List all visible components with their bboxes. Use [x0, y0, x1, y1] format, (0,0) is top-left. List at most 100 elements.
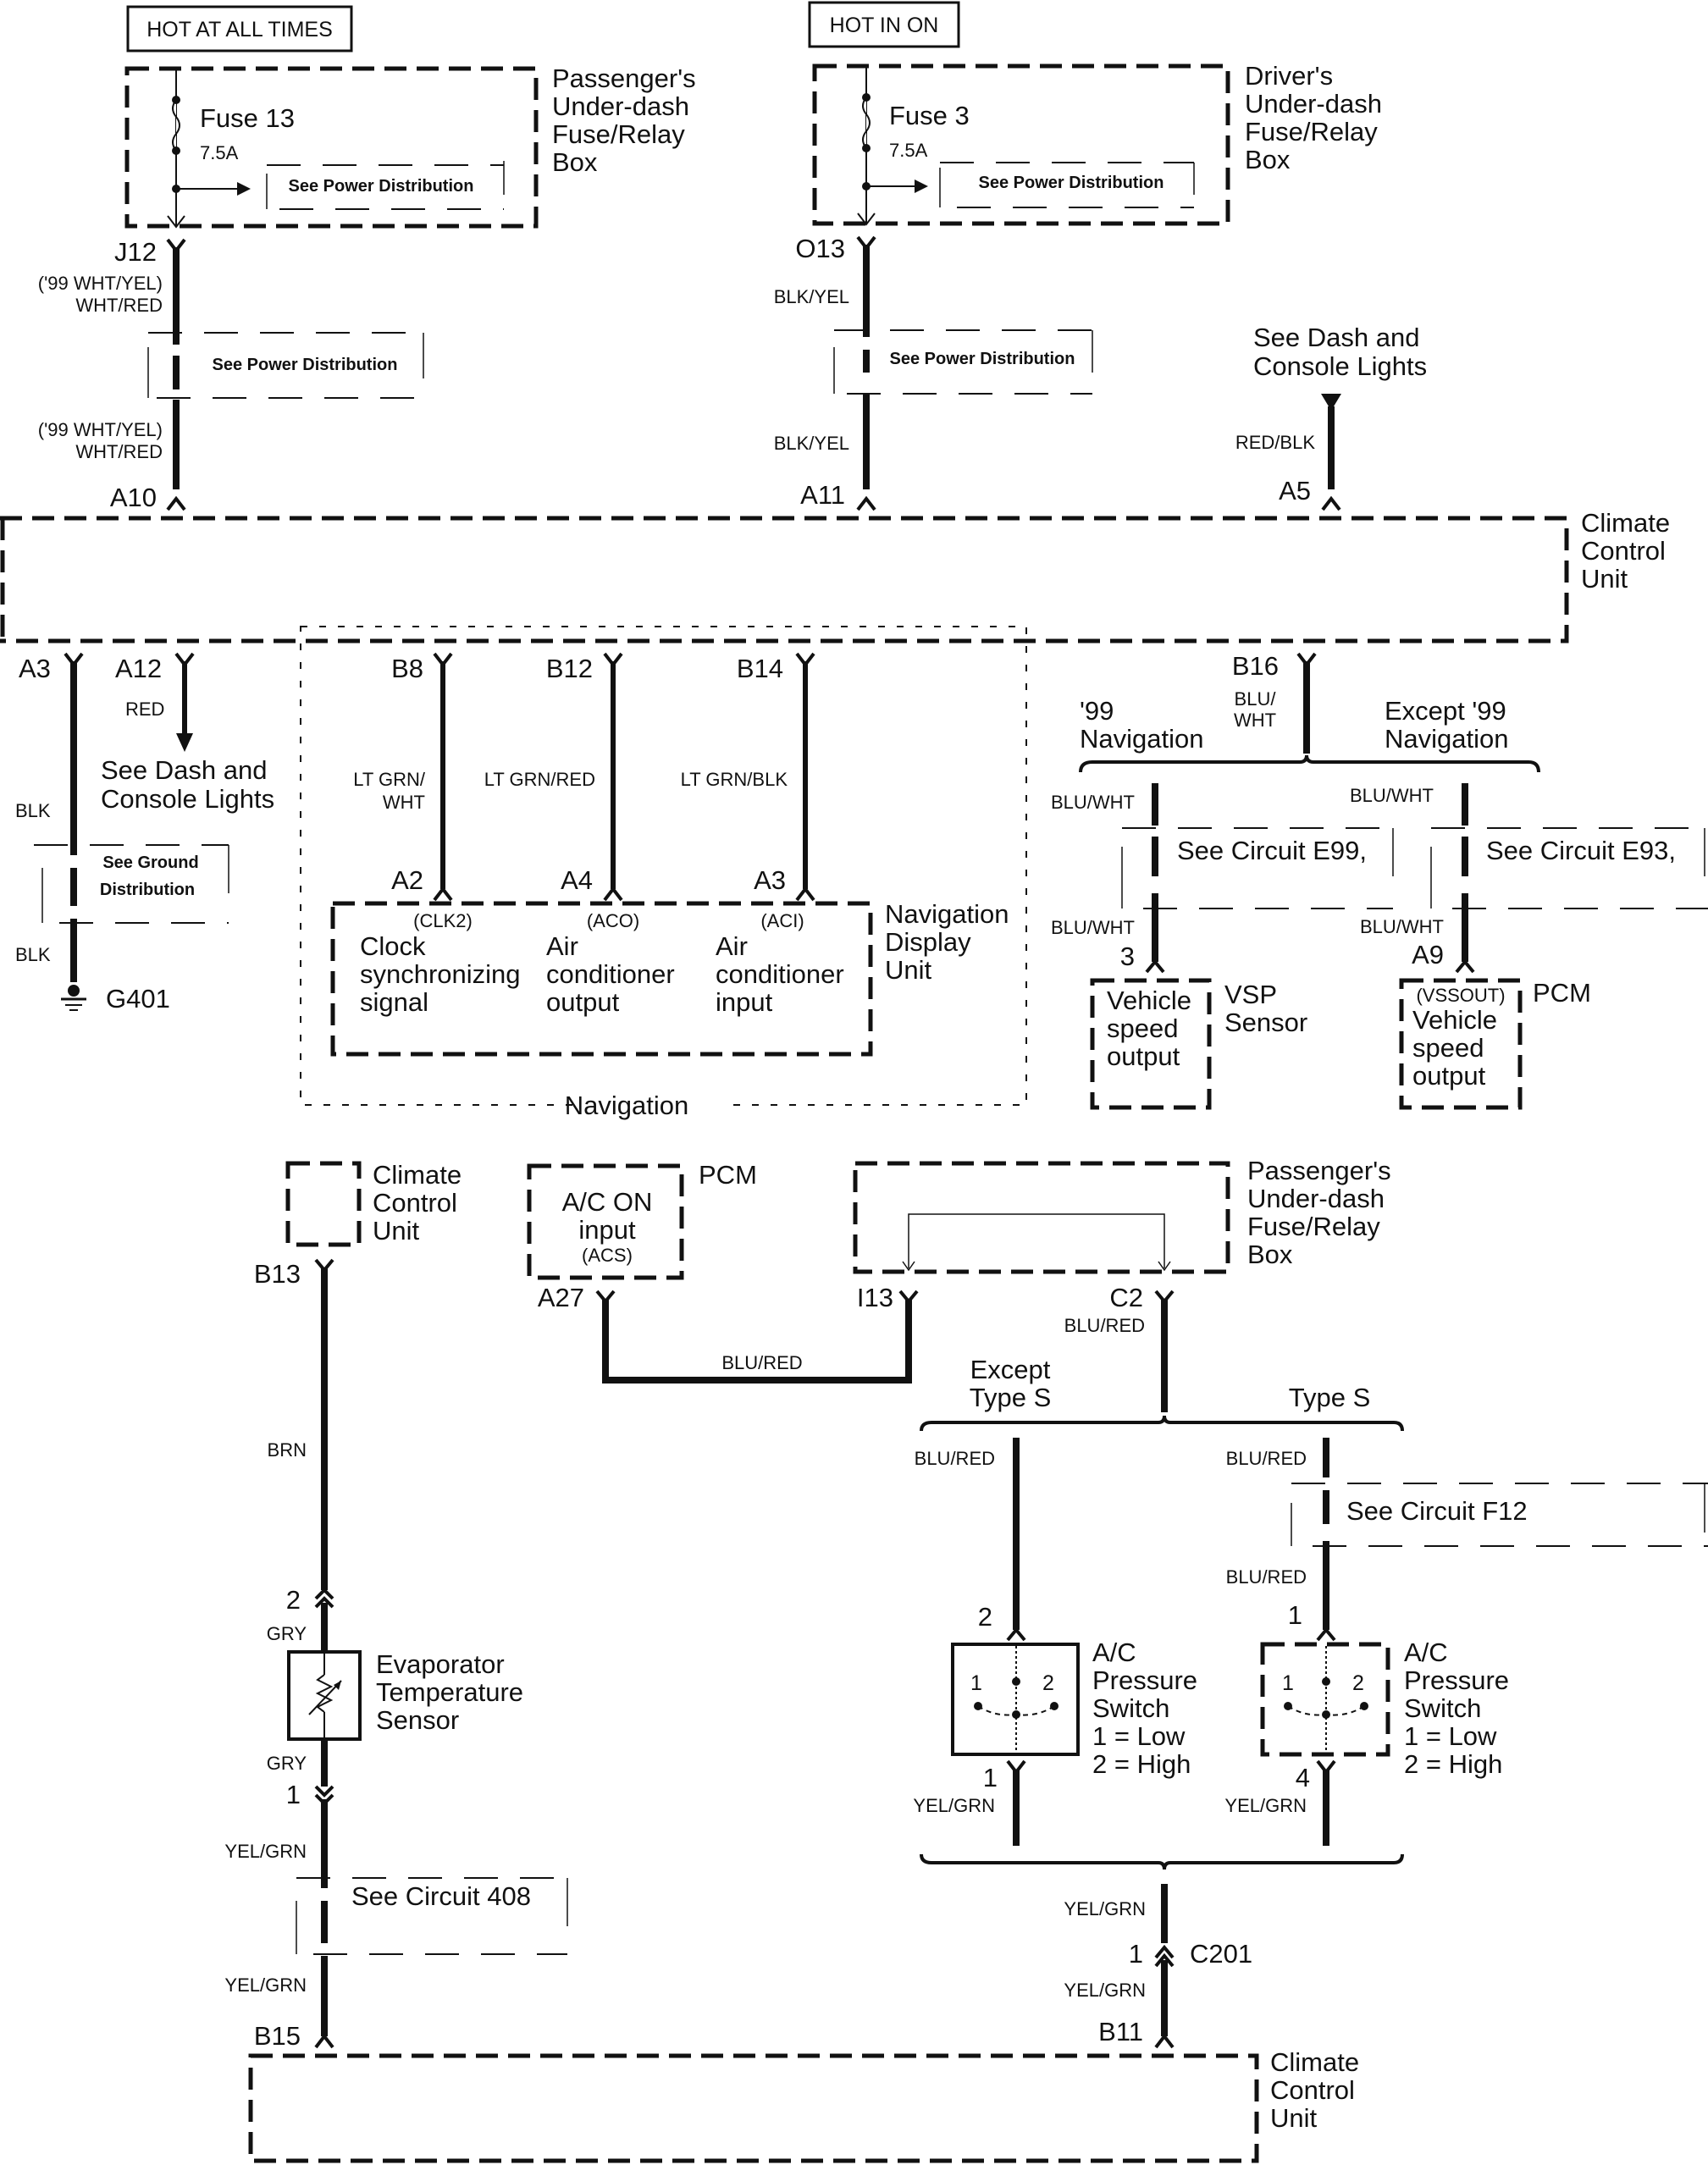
switch-position-1: 1 [1282, 1671, 1294, 1695]
connector-a3: A3 [19, 654, 51, 683]
connector-a9: A9 [1412, 940, 1444, 969]
connector-male-icon [314, 2033, 334, 2049]
ccu-label-line: Climate [1581, 508, 1670, 538]
see-power-distribution-link[interactable]: See Power Distribution [213, 356, 398, 374]
branch-label: Navigation [1080, 724, 1203, 754]
branch-label: Type S [970, 1383, 1052, 1412]
wire-color-label: YEL/GRN [1064, 1898, 1146, 1919]
fuse-icon [862, 97, 871, 149]
bottom-climate-control-unit: Climate Control Unit [248, 2047, 1359, 2163]
fuse-box-label-line: Passenger's [552, 64, 696, 93]
wire-color-label: GRY [267, 1623, 307, 1644]
fuse-number: Fuse 3 [889, 101, 970, 130]
signal-description: Air [716, 931, 748, 961]
pressure-switch-circuit: Except Type S Type S BLU/RED 2 1 2 A/C P… [913, 1355, 1708, 2049]
switch-label-line: 2 = High [1092, 1749, 1191, 1779]
fuse-rating: 7.5A [889, 140, 928, 161]
wire-color-label: RED [125, 699, 164, 720]
ccu-label-line: Climate [373, 1160, 462, 1190]
wire-color-label: BLU/RED [915, 1448, 995, 1469]
see-dash-lights-link[interactable]: See Dash and [101, 755, 267, 785]
fuse-box-label-line: Fuse/Relay [1245, 117, 1378, 146]
see-ground-distribution-link[interactable]: See Ground [102, 853, 198, 872]
see-power-distribution-link[interactable]: See Power Distribution [979, 174, 1164, 192]
fuse-box-label-line: Driver's [1245, 61, 1333, 91]
connector-a10: A10 [110, 483, 157, 512]
nav-unit-label-line: Display [885, 927, 971, 957]
wire-color-label: WHT/RED [75, 295, 163, 316]
fuse-box-label-line: Under-dash [1247, 1184, 1385, 1213]
fuse-box-label-line: Fuse/Relay [1247, 1212, 1380, 1241]
signal-code: (VSSOUT) [1416, 985, 1505, 1006]
wire-color-label: ('99 WHT/YEL) [38, 273, 163, 294]
wire-color-label: YEL/GRN [913, 1795, 995, 1816]
sensor-label-line: Temperature [376, 1677, 523, 1707]
vsp-sensor-label: Sensor [1224, 1008, 1307, 1037]
connector-pin: 2 [286, 1585, 301, 1615]
wire-color-label: BLK [15, 800, 51, 821]
pcm-box-text: output [1412, 1061, 1486, 1091]
fuse-icon [172, 99, 180, 152]
connector-female-icon [898, 1290, 919, 1305]
pcm-box-text: speed [1412, 1033, 1484, 1063]
signal-description: conditioner [716, 959, 844, 989]
switch-label-line: 1 = Low [1092, 1721, 1186, 1751]
see-power-distribution-link[interactable]: See Power Distribution [289, 177, 474, 196]
pcm-box-text: Vehicle [1412, 1005, 1497, 1035]
wire-color-label: GRY [267, 1753, 307, 1774]
a3-ground-wire: A3 BLK See Ground Distribution BLK G401 [15, 652, 229, 1013]
connector-pin: 1 [1288, 1600, 1302, 1630]
hot-at-all-times-label: HOT AT ALL TIMES [146, 18, 333, 41]
wire-color-label: BLU/WHT [1051, 792, 1135, 813]
see-power-distribution-link[interactable]: See Power Distribution [890, 350, 1075, 368]
connector-male-icon [1006, 1627, 1026, 1642]
driver-fuse-box: Driver's Under-dash Fuse/Relay Box Fuse … [812, 61, 1382, 226]
signal-description: synchronizing [360, 959, 521, 989]
connector-c2: C2 [1109, 1283, 1143, 1312]
see-circuit-f12-link[interactable]: See Circuit F12 [1346, 1496, 1528, 1526]
wire-color-label: LT GRN/ [353, 769, 426, 790]
see-dash-lights-link[interactable]: See Dash and [1253, 323, 1419, 352]
signal-code: (ACO) [587, 910, 639, 931]
wire-color-label: BLU/ [1235, 688, 1277, 710]
switch-label-line: A/C [1404, 1638, 1448, 1667]
wire-color-label: BLK/YEL [774, 433, 849, 454]
see-circuit-408-link[interactable]: See Circuit 408 [351, 1881, 531, 1911]
connector-b13: B13 [254, 1259, 301, 1289]
connector-b11: B11 [1098, 2017, 1143, 2046]
wire-color-label: BRN [268, 1439, 307, 1461]
fuse-box-label-line: Fuse/Relay [552, 119, 685, 149]
connector-b12: B12 [546, 654, 593, 683]
connector-j12: J12 [114, 237, 157, 267]
see-dash-lights-link[interactable]: Console Lights [101, 784, 274, 814]
a5-wire: See Dash and Console Lights RED/BLK A5 [1235, 323, 1427, 511]
connector-a2: A2 [391, 865, 423, 895]
wire-color-label: YEL/GRN [1064, 1980, 1146, 2001]
see-circuit-e93-link[interactable]: See Circuit E93, [1486, 836, 1676, 865]
wire-color-label: BLU/WHT [1360, 916, 1444, 937]
fuse-box-label-line: Box [1247, 1240, 1293, 1269]
hot-in-on-label: HOT IN ON [830, 14, 939, 37]
fuse-box-label-line: Box [1245, 145, 1291, 174]
switch-position-2: 2 [1042, 1671, 1054, 1695]
fuse-box-label-line: Box [552, 147, 598, 177]
see-circuit-e99-link[interactable]: See Circuit E99, [1177, 836, 1367, 865]
connector-pair-icon [314, 1785, 334, 1798]
arrow-down-icon [176, 733, 193, 752]
wire-color-label: WHT [383, 792, 425, 813]
fuse-box-label-line: Under-dash [1245, 89, 1382, 119]
see-ground-distribution-link[interactable]: Distribution [100, 881, 195, 899]
ccu-label-line: Control [1581, 536, 1666, 566]
ground-icon [61, 985, 86, 1011]
switch-label-line: Switch [1404, 1693, 1481, 1723]
branch-label: Navigation [1385, 724, 1508, 754]
nav-unit-label-line: Navigation [885, 899, 1009, 929]
ccu-label-line: Unit [373, 1216, 420, 1245]
wire-color-label: BLK [15, 944, 51, 965]
arrow-right-icon [915, 179, 928, 193]
connector-male-icon [1316, 1627, 1336, 1642]
see-dash-lights-link[interactable]: Console Lights [1253, 351, 1427, 381]
signal-description: input [716, 987, 773, 1017]
wire-color-label: WHT/RED [75, 441, 163, 462]
